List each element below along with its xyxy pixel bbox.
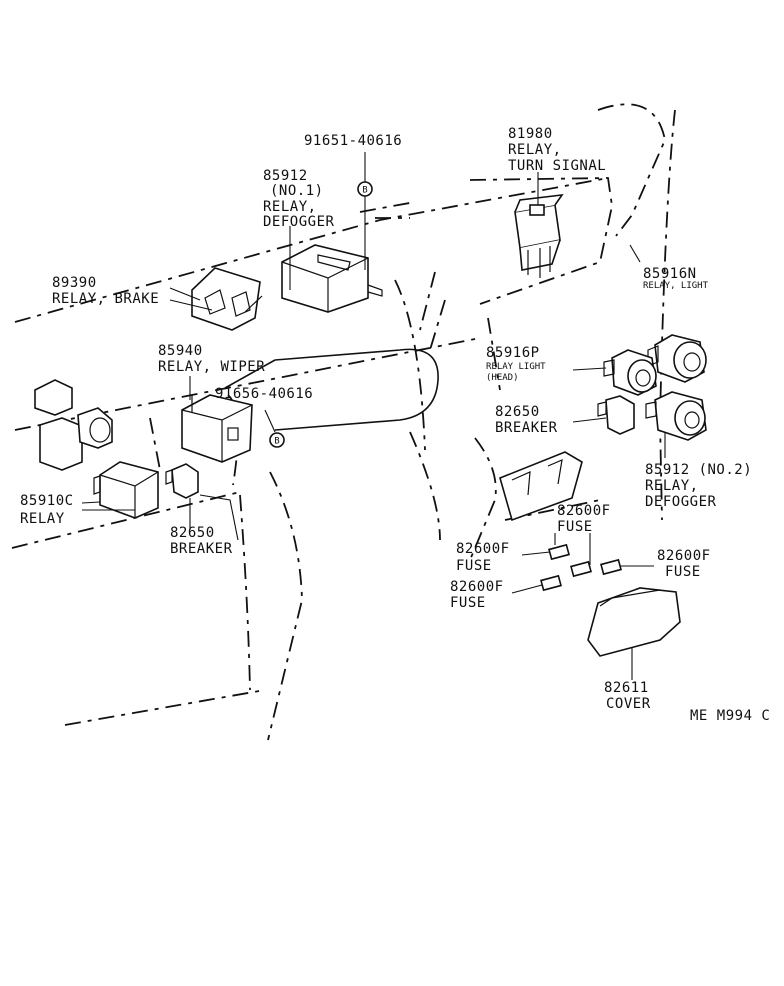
left-relay-part (93, 461, 159, 519)
label-cover: 82611 COVER (604, 680, 651, 712)
label-light-relay: 85916N RELAY, LIGHT (643, 266, 709, 291)
label-fuse-top: 82600F FUSE (557, 503, 611, 535)
svg-text:82600F: 82600F (557, 503, 611, 519)
head-light-relay-part (603, 349, 657, 396)
svg-text:TURN SIGNAL: TURN SIGNAL (508, 158, 606, 174)
svg-text:RELAY, LIGHT: RELAY, LIGHT (643, 281, 709, 291)
svg-text:FUSE: FUSE (557, 519, 593, 535)
label-breaker-left: 82650 BREAKER (170, 525, 233, 557)
brake-relay-part (191, 267, 263, 331)
label-turn-signal-relay: 81980 RELAY, TURN SIGNAL (508, 126, 606, 174)
svg-text:RELAY,: RELAY, (263, 199, 317, 215)
label-left-relay: 85910C RELAY (20, 493, 74, 527)
fuse-block-bracket (499, 451, 583, 522)
label-head-light-relay: 85916P RELAY LIGHT (HEAD) (486, 345, 546, 383)
svg-text:82650: 82650 (170, 525, 215, 541)
svg-text:RELAY: RELAY (20, 511, 65, 527)
svg-text:COVER: COVER (606, 696, 651, 712)
svg-text:DEFOGGER: DEFOGGER (263, 214, 335, 230)
label-bolt-mid: 91656-40616 (215, 386, 313, 402)
bolt-mid-symbol: B (269, 432, 285, 448)
svg-text:85916P: 85916P (486, 345, 540, 361)
svg-text:RELAY,: RELAY, (645, 478, 699, 494)
svg-text:(NO.1): (NO.1) (270, 183, 324, 199)
svg-text:82600F: 82600F (450, 579, 504, 595)
svg-text:FUSE: FUSE (456, 558, 492, 574)
breaker-left-part (165, 463, 199, 499)
svg-text:RELAY LIGHT: RELAY LIGHT (486, 362, 546, 372)
svg-text:BREAKER: BREAKER (495, 420, 558, 436)
svg-text:82600F: 82600F (657, 548, 711, 564)
diagram-code: ME M994 C (690, 708, 770, 724)
svg-text:RELAY, BRAKE: RELAY, BRAKE (52, 291, 159, 307)
svg-text:DEFOGGER: DEFOGGER (645, 494, 717, 510)
svg-text:82600F: 82600F (456, 541, 510, 557)
svg-text:ME M994 C: ME M994 C (690, 708, 770, 724)
fuse-parts (540, 543, 622, 592)
label-wiper-relay: 85940 RELAY, WIPER (158, 343, 265, 375)
svg-text:85916N: 85916N (643, 266, 697, 282)
label-fuse-right: 82600F FUSE (657, 548, 711, 580)
svg-text:91651-40616: 91651-40616 (304, 133, 402, 149)
svg-text:FUSE: FUSE (450, 595, 486, 611)
label-fuse-left-upper: 82600F FUSE (456, 541, 510, 574)
svg-text:85940: 85940 (158, 343, 203, 359)
svg-text:RELAY,: RELAY, (508, 142, 562, 158)
defogger-relay-no1-part (281, 244, 383, 313)
svg-text:B: B (274, 437, 279, 447)
turn-signal-relay-part (514, 193, 564, 278)
bolt-top-symbol: B (357, 181, 373, 197)
glove-box-outline (224, 348, 439, 431)
svg-text:B: B (362, 186, 367, 196)
defogger-relay-no2-part (645, 391, 707, 441)
svg-text:81980: 81980 (508, 126, 553, 142)
leader-lines (81, 152, 666, 680)
svg-text:82611: 82611 (604, 680, 649, 696)
svg-text:(HEAD): (HEAD) (486, 373, 519, 383)
svg-text:89390: 89390 (52, 275, 97, 291)
svg-text:85912: 85912 (263, 168, 308, 184)
svg-text:82650: 82650 (495, 404, 540, 420)
fuse-cover-part (587, 587, 681, 657)
svg-text:91656-40616: 91656-40616 (215, 386, 313, 402)
svg-text:FUSE: FUSE (665, 564, 701, 580)
svg-text:85912 (NO.2): 85912 (NO.2) (645, 462, 752, 478)
label-defogger-relay-no2: 85912 (NO.2) RELAY, DEFOGGER (645, 462, 752, 510)
light-relay-part (647, 334, 707, 383)
label-defogger-relay-no1: 85912 (NO.1) RELAY, DEFOGGER (263, 168, 335, 230)
wiper-relay-part (181, 394, 253, 463)
label-bolt-top: 91651-40616 (304, 133, 402, 149)
label-fuse-left-lower: 82600F FUSE (450, 579, 504, 611)
svg-text:RELAY, WIPER: RELAY, WIPER (158, 359, 265, 375)
label-brake-relay: 89390 RELAY, BRAKE (52, 275, 159, 307)
svg-text:85910C: 85910C (20, 493, 74, 509)
label-breaker-right: 82650 BREAKER (495, 404, 558, 436)
svg-text:BREAKER: BREAKER (170, 541, 233, 557)
left-relay-block-part (34, 379, 113, 471)
breaker-right-part (597, 395, 635, 435)
